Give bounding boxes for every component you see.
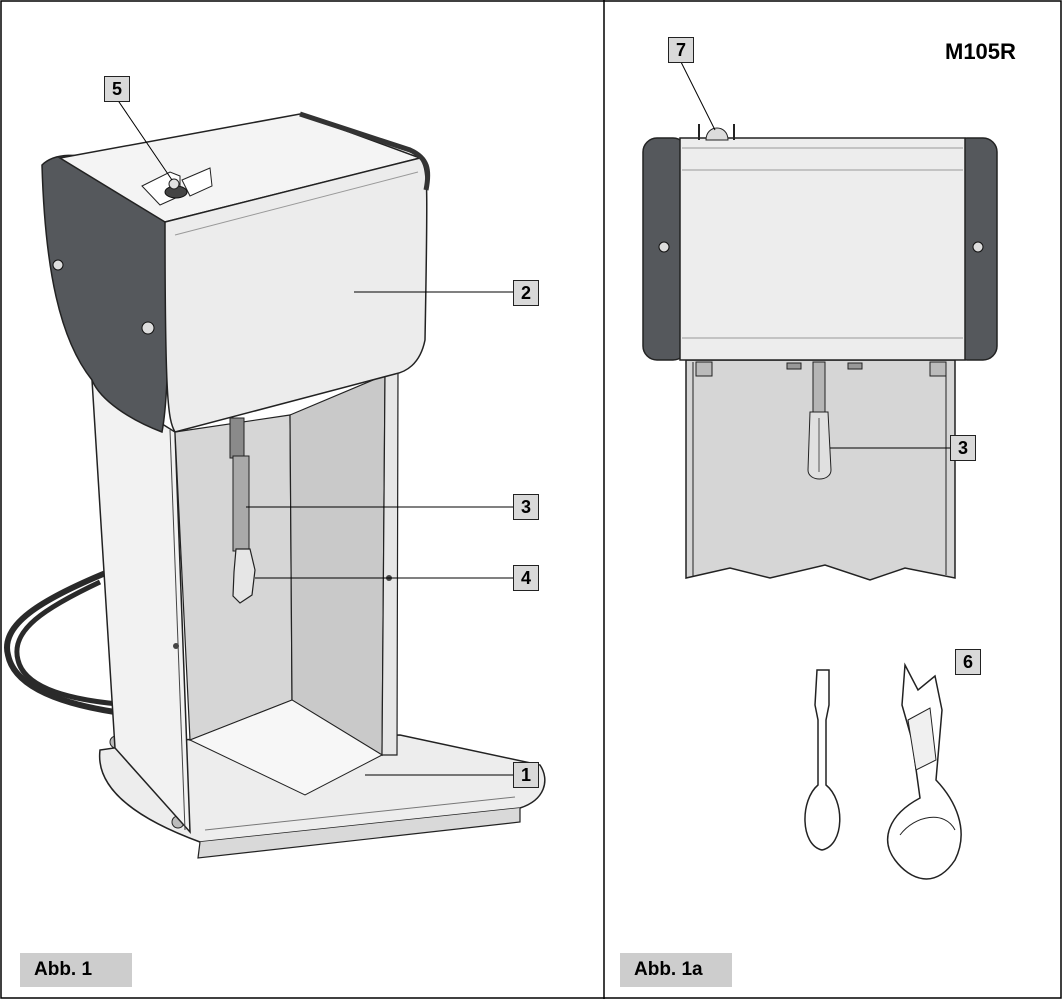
callout-2: 2	[513, 280, 539, 306]
figure-label-abb-1: Abb. 1	[20, 953, 132, 987]
model-name: M105R	[945, 39, 1016, 64]
mixer-perspective-drawing	[4, 111, 546, 859]
left-leader-lines	[116, 98, 513, 776]
callout-7: 7	[668, 37, 694, 63]
callout-6: 6	[955, 649, 981, 675]
callout-1: 1	[513, 762, 539, 788]
right-leader-lines	[679, 59, 950, 449]
callout-3: 3	[513, 494, 539, 520]
figure-label-abb-1a: Abb. 1a	[620, 953, 732, 987]
callout-3-right: 3	[950, 435, 976, 461]
callout-5: 5	[104, 76, 130, 102]
callout-4: 4	[513, 565, 539, 591]
mixer-front-view-drawing	[642, 124, 998, 880]
